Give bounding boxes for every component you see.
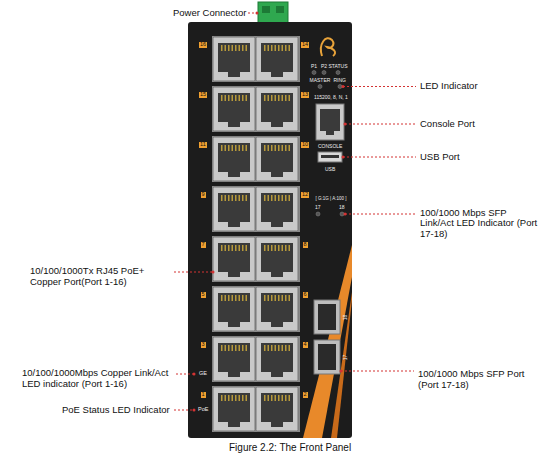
port-number: 16 <box>199 42 207 48</box>
callout-label: PoE Status LED Indicator <box>62 405 170 416</box>
device-label: RING <box>334 78 347 83</box>
port-number: 15 <box>199 92 207 98</box>
device-label: P1 <box>311 64 317 69</box>
device-label: GE <box>199 371 207 377</box>
device-label: CONSOLE <box>318 144 342 149</box>
port-number: 1 <box>201 392 206 398</box>
logo <box>321 38 335 56</box>
device-label: 115200, 8, N, 1 <box>314 95 348 100</box>
port-number: 5 <box>201 292 206 298</box>
port-number: 11 <box>199 142 207 148</box>
power-connector <box>258 2 288 23</box>
port-number: 14 <box>301 42 309 48</box>
port-number: 6 <box>303 292 308 298</box>
sfp-ports <box>314 300 340 374</box>
stripe <box>303 245 352 438</box>
callout-label: USB Port <box>420 152 460 163</box>
figure-caption: Figure 2.2: The Front Panel <box>229 442 351 453</box>
callout-label: Console Port <box>420 119 475 130</box>
device-label: 18 <box>339 205 345 210</box>
port-number: 3 <box>201 342 206 348</box>
callout-label: LED Indicator <box>420 81 478 92</box>
status-leds <box>312 71 344 217</box>
device-label: [ G:1G | A:100 ] <box>316 197 347 202</box>
chassis <box>188 22 352 438</box>
callout-label: 10/100/1000Mbps Copper Link/Act LED indi… <box>22 368 174 390</box>
device-label: P2 <box>321 64 327 69</box>
port-number: 9 <box>201 192 206 198</box>
port-number: 7 <box>201 242 206 248</box>
port-number: 8 <box>303 242 308 248</box>
callout-label: Power Connector <box>173 8 246 19</box>
device-label: 17 <box>343 354 348 360</box>
port-number: 4 <box>303 342 308 348</box>
callout-label: 100/1000 Mbps SFP Port (Port 17-18) <box>418 369 542 391</box>
device-label: STATUS <box>329 64 348 69</box>
port-number: 10 <box>301 142 309 148</box>
callout-label: 100/1000 Mbps SFP Link/Act LED Indicator… <box>420 208 538 241</box>
device-label: PoE <box>198 407 208 413</box>
device-label: 17 <box>315 205 321 210</box>
port-number: 12 <box>301 192 309 198</box>
usb-port <box>318 152 342 162</box>
device-label: USB <box>325 167 335 172</box>
callout-label: 10/100/1000Tx RJ45 PoE+ Copper Port(Port… <box>30 266 170 288</box>
device-label: 18 <box>343 314 348 320</box>
port-number: 13 <box>301 92 309 98</box>
leader-lines <box>174 13 416 410</box>
rj45-ports <box>212 36 300 432</box>
device-label: MASTER <box>310 78 331 83</box>
leader-dots <box>193 12 347 412</box>
console-port <box>316 104 344 140</box>
port-number: 2 <box>303 392 308 398</box>
